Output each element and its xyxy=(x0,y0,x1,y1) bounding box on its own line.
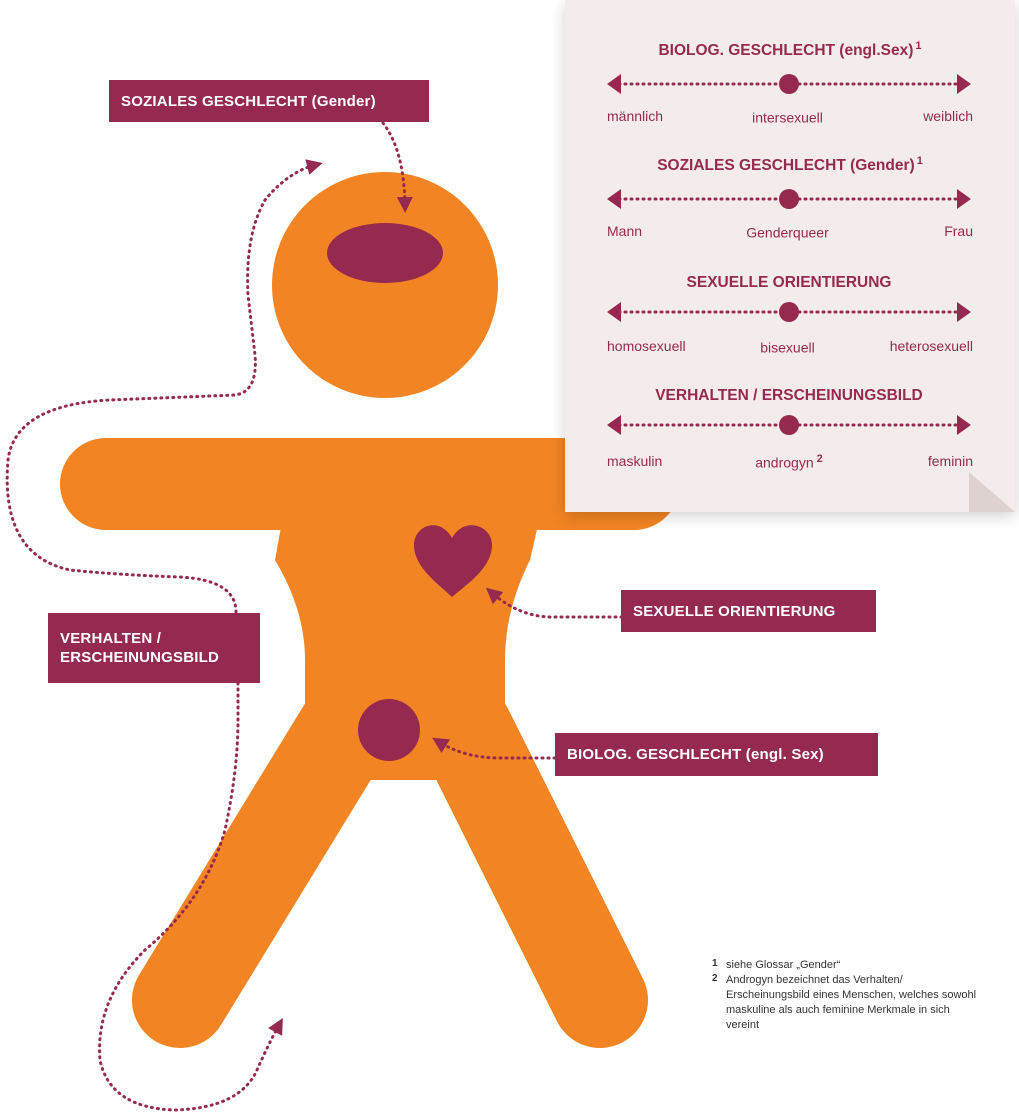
footnote-number: 1 xyxy=(712,958,718,969)
scale-left-label: homosexuell xyxy=(607,338,686,354)
behavior-path-up xyxy=(5,159,323,614)
label-orientation: SEXUELLE ORIENTIERUNG xyxy=(621,590,876,632)
head-oval-icon xyxy=(327,223,443,283)
scale-line xyxy=(607,415,971,435)
label-sex-text: BIOLOG. GESCHLECHT (engl. Sex) xyxy=(567,746,824,763)
spectrum-card: BIOLOG. GESCHLECHT (engl.Sex)1 männlich … xyxy=(565,0,1015,512)
scale-right-label: Frau xyxy=(944,223,973,239)
scale-line xyxy=(607,74,971,94)
heart-icon xyxy=(414,525,492,597)
scale-right-label: feminin xyxy=(927,453,973,469)
behavior-path-down xyxy=(98,681,283,1112)
arrow-to-head xyxy=(381,121,413,213)
scale-left-label: männlich xyxy=(607,108,664,124)
scale-middle-label: intersexuell xyxy=(752,109,823,126)
footnote-2: 2 Androgyn bezeichnet das Verhalten/ Ers… xyxy=(712,973,982,1033)
footnote-text: Androgyn bezeichnet das Verhalten/ Ersch… xyxy=(726,974,977,1031)
arrow-left-icon xyxy=(607,415,621,435)
arrow-right-icon xyxy=(957,74,971,94)
arrow-left-icon xyxy=(607,189,621,209)
scale-line xyxy=(607,189,971,209)
head xyxy=(272,172,498,398)
footnote-1: 1 siehe Glossar „Gender“ xyxy=(712,958,982,973)
scale-left-label: maskulin xyxy=(607,453,663,469)
scale-right-label: weiblich xyxy=(923,108,973,124)
scale-title: SEXUELLE ORIENTIERUNG xyxy=(686,274,892,292)
arrow-right-icon xyxy=(957,302,971,322)
footnotes: 1 siehe Glossar „Gender“ 2 Androgyn beze… xyxy=(712,958,982,1033)
arrow-right-icon xyxy=(957,189,971,209)
arrow-to-heart xyxy=(485,587,624,619)
label-gender: SOZIALES GESCHLECHT (Gender) xyxy=(109,80,429,122)
page-curl xyxy=(969,472,1015,512)
label-behavior-line1: VERHALTEN / xyxy=(60,630,162,647)
scale-left-label: Mann xyxy=(607,223,643,239)
label-behavior-line2: ERSCHEINUNGSBILD xyxy=(60,649,220,666)
arrow-right-icon xyxy=(957,415,971,435)
arrow-left-icon xyxy=(607,74,621,94)
scale-middle-label: bisexuell xyxy=(760,339,815,356)
arrow-to-sex xyxy=(432,737,557,760)
right-leg xyxy=(417,682,648,1048)
scale-right-label: heterosexuell xyxy=(889,338,973,354)
left-leg xyxy=(132,682,393,1048)
scale-middle-label: Genderqueer xyxy=(746,224,829,241)
scale-title: SOZIALES GESCHLECHT (Gender)1 xyxy=(657,155,923,175)
scale-title: VERHALTEN / ERSCHEINUNGSBILD xyxy=(655,387,923,405)
scale-line xyxy=(607,302,971,322)
midpoint-dot-icon xyxy=(779,302,799,322)
scale-title: BIOLOG. GESCHLECHT (engl.Sex)1 xyxy=(658,40,922,60)
label-gender-text: SOZIALES GESCHLECHT (Gender) xyxy=(121,92,376,110)
label-behavior: VERHALTEN / ERSCHEINUNGSBILD xyxy=(48,613,260,683)
footnote-text: siehe Glossar „Gender“ xyxy=(726,959,841,971)
label-orientation-text: SEXUELLE ORIENTIERUNG xyxy=(633,602,836,620)
midpoint-dot-icon xyxy=(779,415,799,435)
midpoint-dot-icon xyxy=(779,189,799,209)
label-sex: BIOLOG. GESCHLECHT (engl. Sex) xyxy=(555,733,878,776)
sex-circle-icon xyxy=(358,699,420,761)
footnote-number: 2 xyxy=(712,973,718,984)
arrow-left-icon xyxy=(607,302,621,322)
midpoint-dot-icon xyxy=(779,74,799,94)
